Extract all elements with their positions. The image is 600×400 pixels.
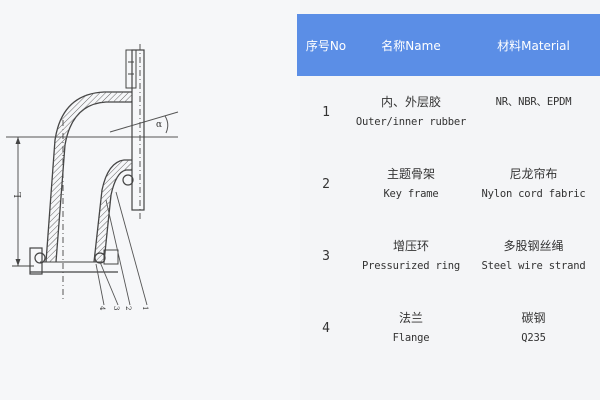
material-en: Q235	[521, 332, 546, 344]
cross-section-svg	[6, 44, 179, 306]
part-tag-1: 1	[141, 306, 149, 311]
materials-table-container: 序号No 名称Name 材料Material 1 内、外层胶 Outer/inn…	[297, 14, 600, 390]
top-flange-lip	[125, 49, 137, 89]
row-number: 4	[322, 320, 330, 336]
angle-label: α	[156, 120, 163, 130]
bottom-flange	[29, 247, 43, 275]
part-name-cell: 主题骨架 Key frame	[355, 148, 467, 220]
header-no: 序号No	[297, 14, 355, 76]
part-name-cn: 主题骨架	[386, 167, 435, 181]
part-name-cn: 内、外层胶	[380, 95, 441, 109]
leader-line-4	[95, 263, 105, 306]
part-name-cell: 内、外层胶 Outer/inner rubber	[355, 76, 467, 148]
part-name-cell: 法兰 Flange	[355, 292, 467, 364]
material-en: Nylon cord fabric	[481, 188, 586, 200]
part-name-cn: 增压环	[392, 239, 429, 253]
material-cell: 碳钢 Q235	[467, 292, 600, 364]
material-en: NR、NBR、EPDM	[495, 96, 572, 108]
table-row: 2 主题骨架 Key frame 尼龙帘布 Nylon cord fabric	[297, 148, 600, 220]
bottom-flange-right	[103, 249, 119, 265]
material-cell: 尼龙帘布 Nylon cord fabric	[467, 148, 600, 220]
part-name-en: Pressurized ring	[362, 260, 460, 272]
elbow-joint-drawing: L α 4 3 2 1	[6, 44, 179, 311]
outer-elbow-hatch	[46, 92, 132, 262]
material-cn: 尼龙帘布	[509, 167, 558, 181]
part-name-cn: 法兰	[398, 311, 423, 325]
header-material: 材料Material	[467, 14, 600, 76]
part-tag-3: 3	[112, 306, 120, 311]
material-cell: 多股钢丝绳 Steel wire strand	[467, 220, 600, 292]
dimension-label: L	[14, 192, 24, 198]
row-number: 2	[322, 176, 330, 192]
part-name-cell: 增压环 Pressurized ring	[355, 220, 467, 292]
pressure-ring-top	[122, 174, 134, 186]
table-row: 4 法兰 Flange 碳钢 Q235	[297, 292, 600, 364]
part-tag-4: 4	[98, 306, 106, 311]
material-cn: 碳钢	[521, 311, 546, 325]
top-flange	[131, 49, 145, 211]
leader-line-2	[105, 199, 131, 306]
material-en: Steel wire strand	[481, 260, 586, 272]
part-name-en: Flange	[392, 332, 430, 344]
part-name-en: Key frame	[383, 188, 439, 200]
header-name: 名称Name	[355, 14, 467, 76]
table-header-row: 序号No 名称Name 材料Material	[297, 14, 600, 76]
leader-line-1	[115, 191, 148, 306]
angle-arc	[164, 115, 169, 134]
material-cn: 多股钢丝绳	[503, 239, 564, 253]
material-cell: NR、NBR、EPDM	[467, 76, 600, 148]
row-number: 1	[322, 104, 330, 120]
part-name-en: Outer/inner rubber	[355, 116, 467, 128]
part-tag-2: 2	[124, 306, 132, 311]
table-row: 1 内、外层胶 Outer/inner rubber NR、NBR、EPDM	[297, 76, 600, 148]
table-row: 3 增压环 Pressurized ring 多股钢丝绳 Steel wire …	[297, 220, 600, 292]
inner-elbow-hatch	[94, 160, 132, 262]
pressure-ring-bottom-left	[34, 252, 46, 264]
materials-table: 序号No 名称Name 材料Material 1 内、外层胶 Outer/inn…	[297, 14, 600, 364]
leader-line-3	[99, 261, 119, 306]
row-number: 3	[322, 248, 330, 264]
